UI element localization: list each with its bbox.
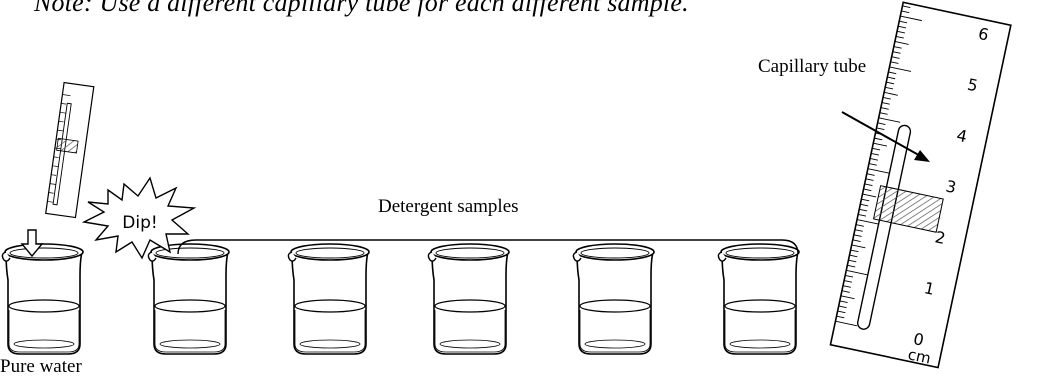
down-arrow-icon — [20, 229, 44, 258]
ruler-tick — [869, 158, 878, 161]
ruler-tick — [860, 203, 869, 207]
ruler-tick — [841, 290, 850, 293]
ruler-tick — [899, 20, 908, 24]
ruler-tick — [864, 183, 873, 187]
ruler-tick — [866, 173, 875, 176]
ruler-tick — [854, 229, 863, 232]
ruler-tick — [836, 315, 845, 319]
ruler-tick — [900, 15, 922, 22]
ruler-tick — [862, 193, 877, 198]
detergent-beaker — [427, 243, 510, 355]
ruler-tick — [859, 208, 868, 212]
ruler-tick — [858, 213, 867, 217]
ruler-tick — [874, 137, 883, 141]
tick-label: 4 — [955, 126, 969, 147]
ruler-tick — [902, 5, 911, 8]
dip-starburst: Dip! — [81, 176, 197, 260]
detergent-beaker — [287, 243, 370, 355]
ruler-tick — [894, 41, 909, 45]
ruler-tick — [856, 219, 879, 225]
ruler-tick — [845, 275, 854, 278]
ruler-tick — [871, 152, 880, 156]
ruler-tick — [846, 269, 868, 276]
ruler-tick — [895, 35, 904, 39]
unit-label: cm — [906, 345, 932, 367]
ruler-tick — [885, 86, 894, 90]
ruler-tick — [838, 305, 847, 309]
ruler-tick — [876, 127, 885, 131]
ruler-tick — [872, 147, 881, 151]
ruler-tick — [873, 142, 888, 147]
ruler-tick — [835, 320, 858, 327]
ruler-tick — [840, 295, 855, 300]
tape — [872, 185, 944, 233]
ruler-tick — [881, 102, 890, 105]
ruler-tick — [850, 249, 859, 253]
ruler-tick — [877, 122, 886, 125]
ruler-tick — [837, 310, 846, 314]
tick-label: 0 — [912, 329, 926, 350]
ruler-tick — [898, 25, 907, 29]
ruler-tick — [847, 264, 856, 268]
capillary-tube-label: Capillary tube — [758, 56, 867, 77]
ruler-tick — [887, 76, 896, 80]
ruler-tick — [842, 285, 851, 288]
ruler-tick — [844, 280, 853, 283]
ruler-tick — [890, 61, 899, 64]
ruler-tick — [892, 51, 901, 54]
ruler-tick — [855, 224, 864, 227]
ruler-tick — [848, 259, 857, 263]
small-ruler — [45, 81, 95, 219]
ruler-tick — [891, 56, 900, 59]
detergent-bracket — [177, 239, 799, 255]
ruler-tick — [868, 163, 877, 166]
ruler-tick — [861, 198, 870, 202]
ruler-tick — [896, 30, 905, 34]
tick-label: 1 — [922, 278, 936, 299]
detergent-beaker — [717, 243, 800, 355]
tick-label: 3 — [944, 176, 958, 197]
ruler-tick — [879, 112, 888, 115]
ruler-tick — [889, 66, 912, 72]
ruler-tick — [851, 244, 866, 249]
ruler-tick — [863, 188, 872, 192]
ruler-tick — [878, 117, 901, 123]
detergent-beaker — [147, 243, 230, 355]
ruler-tick — [849, 254, 858, 258]
tick-label: 5 — [966, 75, 980, 96]
ruler-tick — [839, 300, 848, 303]
detergent-beaker — [572, 243, 655, 355]
ruler-tick — [886, 81, 895, 85]
ruler-tick — [882, 96, 891, 100]
ruler-tick — [853, 234, 862, 237]
ruler-tick — [865, 178, 874, 181]
ruler-tick — [893, 46, 902, 49]
ruler-tick — [880, 107, 889, 110]
capillary-tube — [856, 124, 912, 330]
pure-water-label: Pure water — [0, 356, 82, 377]
ruler-tick — [884, 91, 898, 96]
tick-label: 2 — [933, 227, 947, 248]
pointer-arrow — [841, 111, 930, 162]
note-text: Note: Use a different capillary tube for… — [34, 0, 689, 17]
ruler-tick — [901, 10, 910, 14]
tick-label: 6 — [976, 24, 990, 45]
ruler-tick — [852, 239, 861, 242]
ruler-tick — [888, 71, 897, 75]
large-ruler: 0 cm 1 2 3 4 5 6 — [829, 1, 1012, 369]
pure-water-beaker — [1, 243, 84, 355]
dip-text: Dip! — [122, 213, 157, 233]
ruler-tick — [867, 168, 890, 174]
detergent-samples-label: Detergent samples — [378, 196, 519, 217]
